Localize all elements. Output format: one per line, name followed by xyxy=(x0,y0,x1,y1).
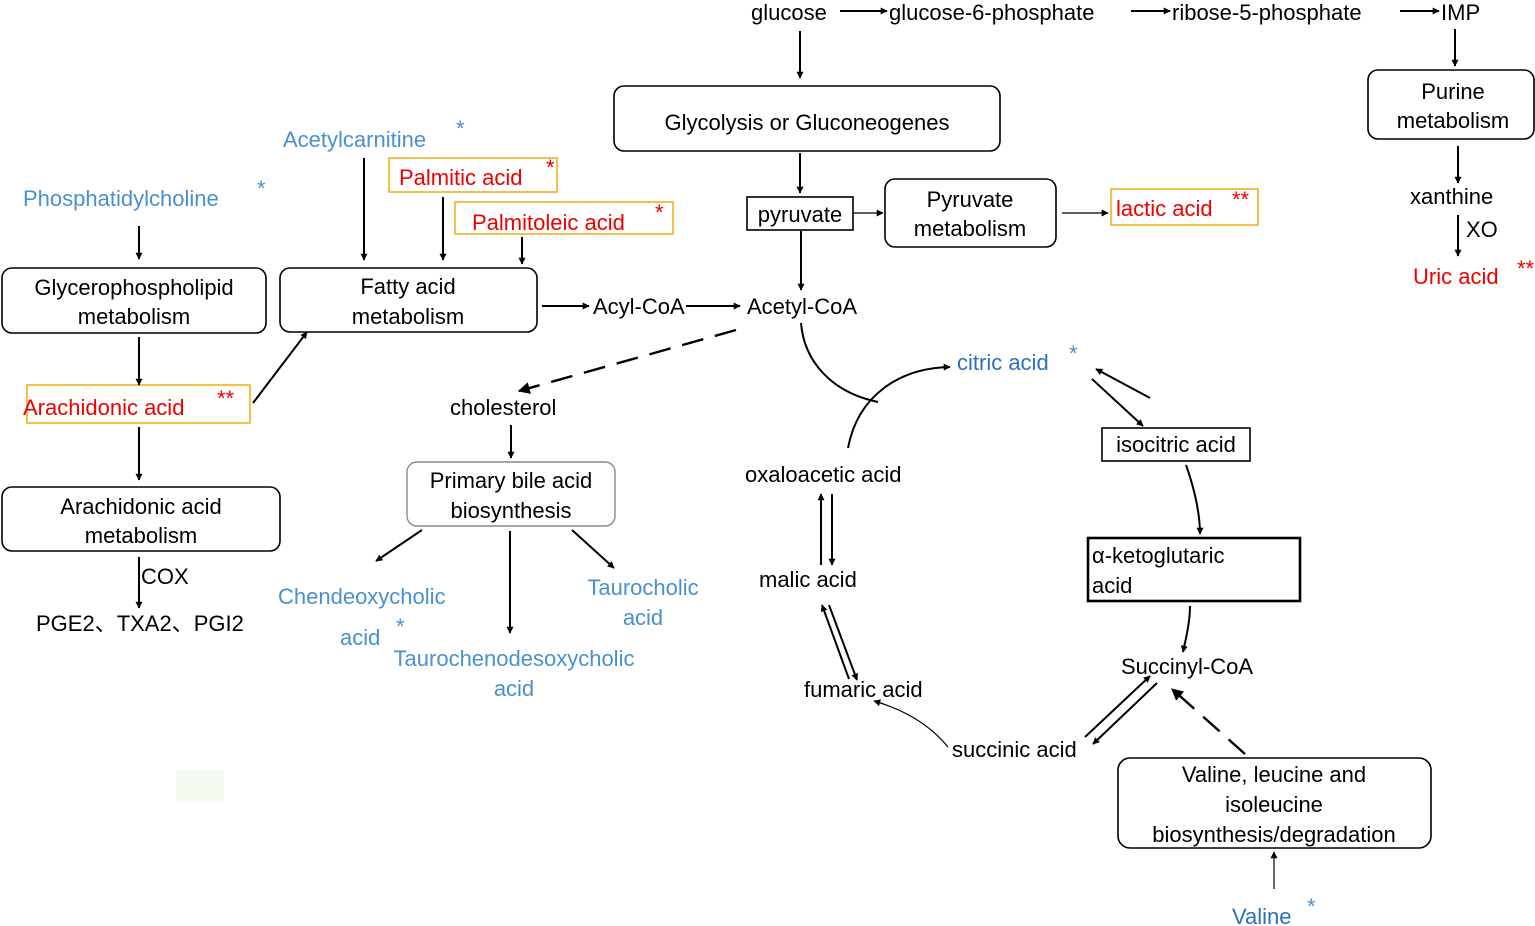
isocitric-label: isocitric acid xyxy=(1116,432,1236,457)
arrow-arachidonic-fatty xyxy=(252,331,308,404)
palmitic-acid-highlight xyxy=(388,157,558,193)
imp-label: IMP xyxy=(1441,0,1480,25)
palmitic-acid-label: Palmitic acid xyxy=(399,165,522,190)
acetylcarnitine-label: Acetylcarnitine xyxy=(283,127,426,152)
palmitoleic-acid-label: Palmitoleic acid xyxy=(472,210,625,235)
taurocholic-label-1: Taurocholic xyxy=(587,575,698,600)
arrow-acetyl-coa-cholesterol xyxy=(517,328,737,394)
arachidonic-metabolism-box xyxy=(1,486,281,552)
valine-significance: * xyxy=(1307,894,1316,919)
bile-acid-box xyxy=(406,461,616,527)
valine-label: Valine xyxy=(1232,904,1292,926)
bcaa-box xyxy=(1117,757,1432,849)
arrow-acetyl-coa-into-cycle xyxy=(800,322,879,403)
fatty-acid-label-1: Fatty acid xyxy=(360,274,455,299)
bile-acid-label-1: Primary bile acid xyxy=(430,468,593,493)
fatty-acid-label-2: metabolism xyxy=(352,304,464,329)
uric-acid-label: Uric acid xyxy=(1413,264,1499,289)
purine-metabolism-box xyxy=(1367,69,1535,140)
lactic-acid-label: lactic acid xyxy=(1116,196,1213,221)
arrow-fumaric-malic xyxy=(820,604,850,680)
phosphatidylcholine-label: Phosphatidylcholine xyxy=(23,186,219,211)
acetylcarnitine-significance: * xyxy=(456,116,465,141)
phosphatidylcholine-significance: * xyxy=(257,176,266,201)
akg-label-1: α-ketoglutaric xyxy=(1092,543,1225,568)
citric-acid-significance: * xyxy=(1069,341,1078,366)
arrow-bile-taurocholic xyxy=(571,529,615,569)
glucose-label: glucose xyxy=(751,0,827,25)
arachidonic-acid-label: Arachidonic acid xyxy=(23,395,184,420)
lactic-acid-highlight xyxy=(1110,188,1259,226)
pyruvate-metabolism-label-1: Pyruvate xyxy=(927,187,1014,212)
cox-label: COX xyxy=(141,564,189,589)
succinic-label: succinic acid xyxy=(952,737,1077,762)
palmitoleic-acid-highlight xyxy=(454,201,674,235)
arachidonic-metabolism-label-2: metabolism xyxy=(85,523,197,548)
fatty-acid-box xyxy=(279,267,538,333)
uric-acid-significance: ** xyxy=(1517,256,1535,281)
taurocholic-label-2: acid xyxy=(623,605,663,630)
taurocheno-label-2: acid xyxy=(494,676,534,701)
r5p-label: ribose-5-phosphate xyxy=(1172,0,1362,25)
arrow-isocitric-citric xyxy=(1095,368,1151,399)
citric-acid-label: citric acid xyxy=(957,350,1049,375)
acetyl-coa-label: Acetyl-CoA xyxy=(747,294,857,319)
malic-label: malic acid xyxy=(759,567,857,592)
arachidonic-acid-significance: ** xyxy=(217,386,235,411)
pyruvate-label: pyruvate xyxy=(758,202,842,227)
bcaa-label-2: isoleucine xyxy=(1225,792,1323,817)
glycolysis-box xyxy=(613,85,1001,152)
bile-acid-label-2: biosynthesis xyxy=(450,498,571,523)
succinyl-coa-label: Succinyl-CoA xyxy=(1121,654,1253,679)
pyruvate-metabolism-box xyxy=(884,178,1057,248)
glycerophospholipid-label-2: metabolism xyxy=(78,304,190,329)
g6p-label: glucose-6-phosphate xyxy=(889,0,1094,25)
pyruvate-metabolism-label-2: metabolism xyxy=(914,216,1026,241)
glycerophospholipid-label-1: Glycerophospholipid xyxy=(34,275,233,300)
bcaa-label-1: Valine, leucine and xyxy=(1182,762,1366,787)
purine-label-2: metabolism xyxy=(1397,108,1509,133)
arrow-malic-fumaric xyxy=(828,604,859,681)
lactic-acid-significance: ** xyxy=(1232,187,1250,212)
akg-box xyxy=(1086,536,1302,603)
purine-label-1: Purine xyxy=(1421,79,1485,104)
glycerophospholipid-box xyxy=(1,267,267,334)
glycolysis-label: Glycolysis or Gluconeogenes xyxy=(665,110,950,135)
arrow-oxaloacetic-citric xyxy=(847,363,951,449)
taurocheno-label-1: Taurochenodesoxycholic xyxy=(394,646,635,671)
fumaric-label: fumaric acid xyxy=(804,677,923,702)
arrow-succinyl-succinic xyxy=(1092,682,1158,745)
oxaloacetic-label: oxaloacetic acid xyxy=(745,462,902,487)
arrow-succinic-succinyl xyxy=(1084,675,1151,738)
arrow-succinic-fumaric xyxy=(873,699,949,748)
chendeoxycholic-label-1: Chendeoxycholic xyxy=(278,584,446,609)
xo-label: XO xyxy=(1466,217,1498,242)
acyl-coa-label: Acyl-CoA xyxy=(593,294,685,319)
prostanoids-label: PGE2、TXA2、PGI2 xyxy=(36,611,244,636)
arachidonic-metabolism-label-1: Arachidonic acid xyxy=(60,494,221,519)
arrow-bcaa-succinyl-coa xyxy=(1171,688,1246,755)
arrow-isocitric-akg xyxy=(1185,464,1204,535)
chendeoxycholic-label-2: acid xyxy=(340,625,380,650)
arrow-bile-chendeoxycholic xyxy=(375,529,423,562)
cholesterol-label: cholesterol xyxy=(450,395,556,420)
palmitic-acid-significance: * xyxy=(546,155,555,180)
faint-patch xyxy=(176,770,224,802)
isocitric-box xyxy=(1101,427,1251,462)
xanthine-label: xanthine xyxy=(1410,184,1493,209)
palmitoleic-acid-significance: * xyxy=(655,200,664,225)
chendeoxycholic-significance: * xyxy=(396,614,405,639)
arrow-akg-succinyl-coa xyxy=(1180,605,1191,653)
akg-label-2: acid xyxy=(1092,573,1132,598)
bcaa-label-3: biosynthesis/degradation xyxy=(1152,822,1395,847)
arrow-citric-isocitric xyxy=(1091,378,1144,427)
